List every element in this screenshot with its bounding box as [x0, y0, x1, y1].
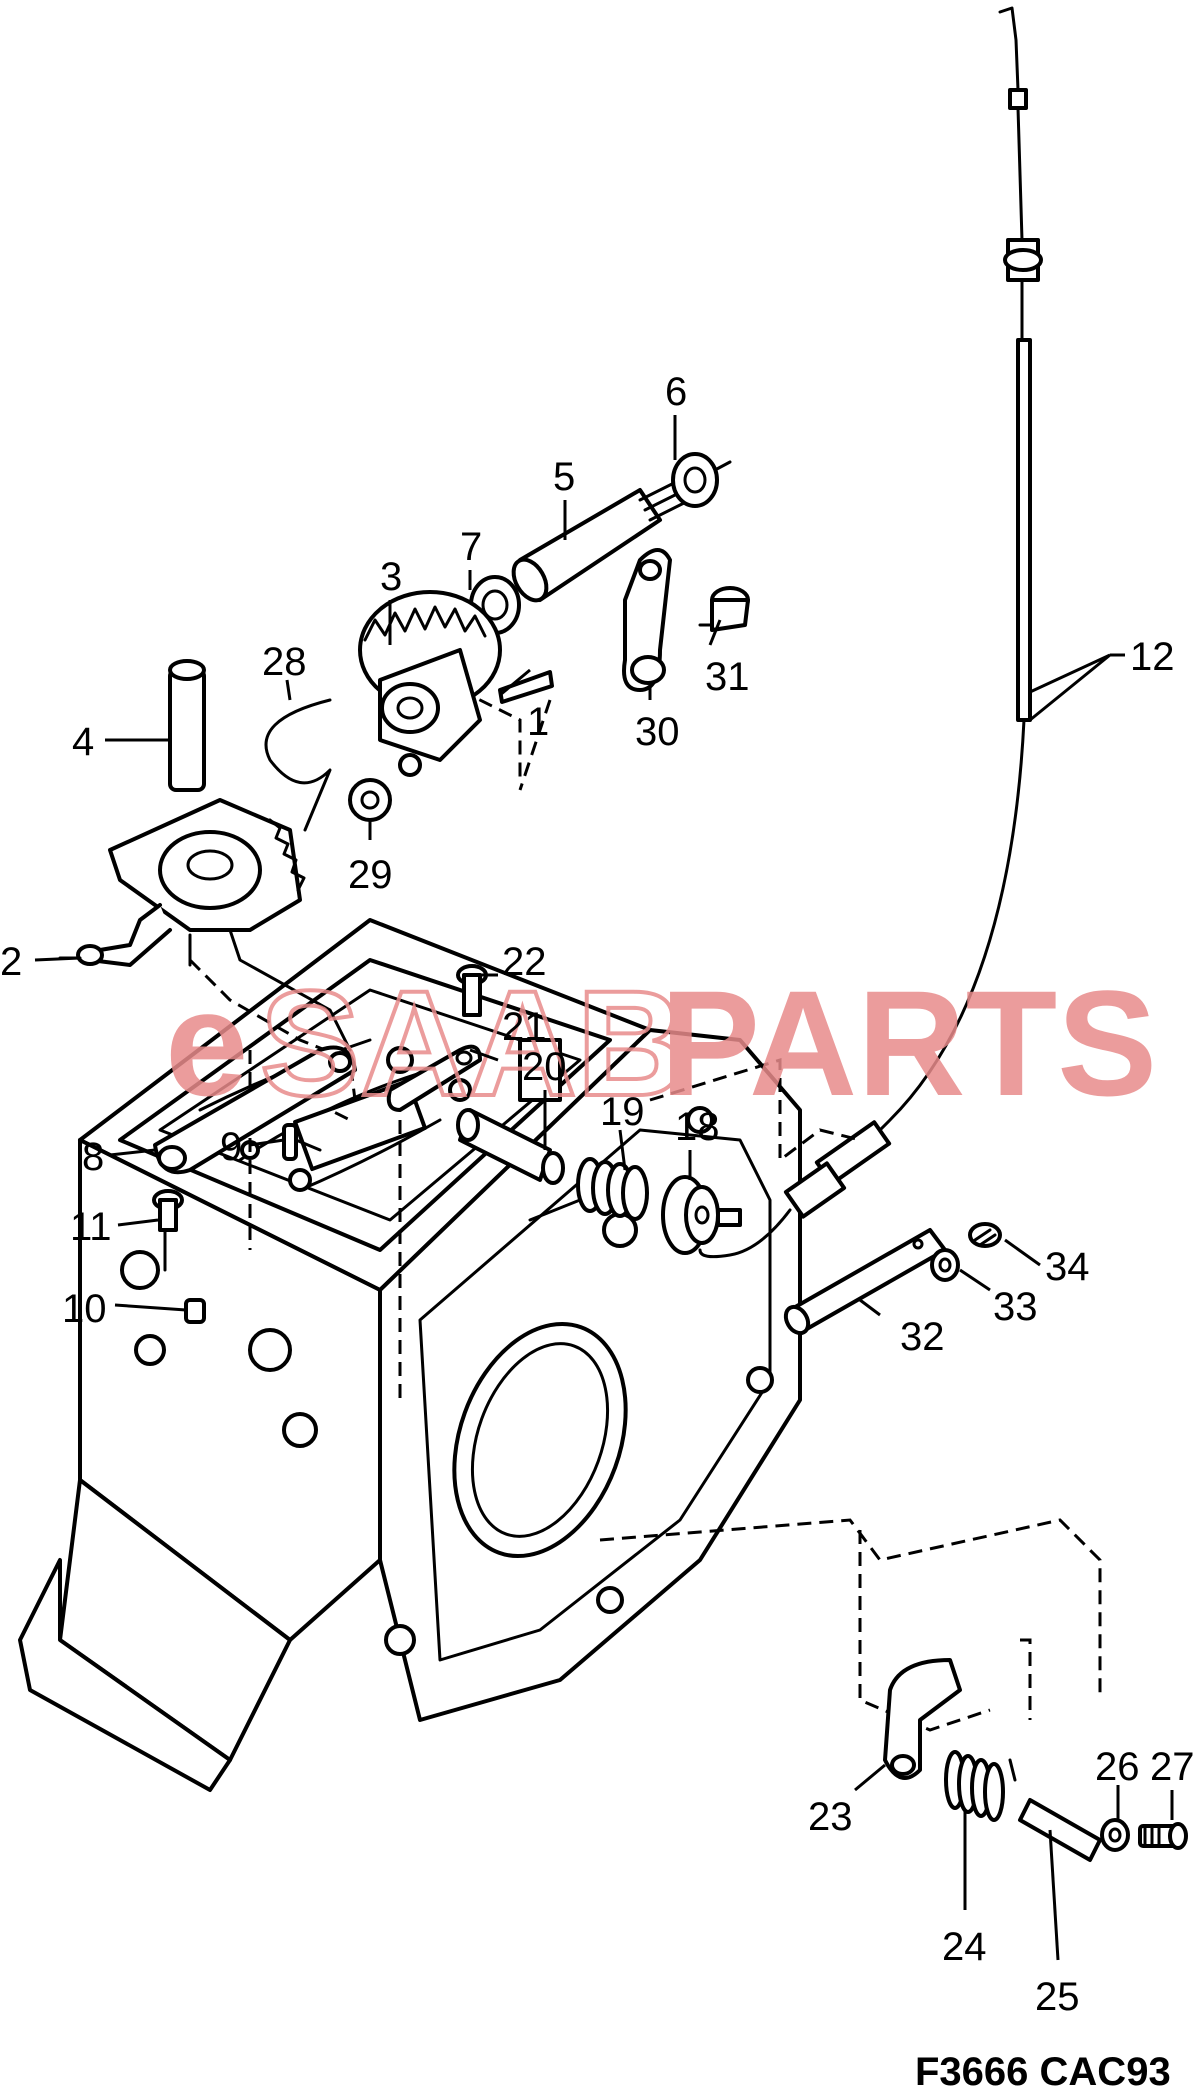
watermark-suffix: PARTS — [660, 959, 1157, 1127]
callout-31: 31 — [705, 655, 750, 699]
callout-7: 7 — [460, 525, 482, 569]
callout-19: 19 — [600, 1090, 645, 1134]
callout-18: 18 — [675, 1105, 720, 1149]
callout-8: 8 — [82, 1135, 104, 1179]
callout-20: 20 — [522, 1045, 567, 1089]
callout-6: 6 — [665, 370, 687, 414]
callout-32: 32 — [900, 1315, 945, 1359]
callout-25: 25 — [1035, 1975, 1080, 2019]
shift-lever-group — [152, 964, 742, 1324]
callout-29: 29 — [348, 853, 393, 897]
callout-30: 30 — [635, 710, 680, 754]
callout-2: 2 — [0, 940, 22, 984]
callout-5: 5 — [553, 455, 575, 499]
callout-33: 33 — [993, 1285, 1038, 1329]
selector-assembly — [58, 452, 750, 1052]
figure-code: F3666 CAC93 — [915, 2050, 1171, 2094]
callout-10: 10 — [62, 1287, 107, 1331]
callout-4: 4 — [72, 720, 94, 764]
callout-21: 21 — [502, 1005, 547, 1049]
callout-3: 3 — [380, 555, 402, 599]
shaft-group — [783, 1222, 1002, 1336]
leader-lines — [34, 415, 1174, 1961]
callout-27: 27 — [1150, 1745, 1195, 1789]
watermark-prefix: e — [165, 959, 248, 1127]
callout-28: 28 — [262, 640, 307, 684]
callout-9: 9 — [220, 1125, 242, 1169]
callout-24: 24 — [942, 1925, 987, 1969]
watermark-brand: SAAB — [260, 959, 685, 1127]
callout-23: 23 — [808, 1795, 853, 1839]
callout-1: 1 — [527, 700, 549, 744]
callout-22: 22 — [502, 940, 547, 984]
detent-group — [883, 1658, 1188, 1862]
callout-34: 34 — [1045, 1245, 1090, 1289]
callout-11: 11 — [70, 1205, 112, 1249]
callout-12: 12 — [1130, 635, 1175, 679]
callout-26: 26 — [1095, 1745, 1140, 1789]
callout-labels: 1 2 3 4 5 6 7 8 9 10 11 12 18 19 20 21 2… — [0, 370, 1195, 2019]
watermark: e SAAB PARTS — [165, 957, 1157, 1129]
